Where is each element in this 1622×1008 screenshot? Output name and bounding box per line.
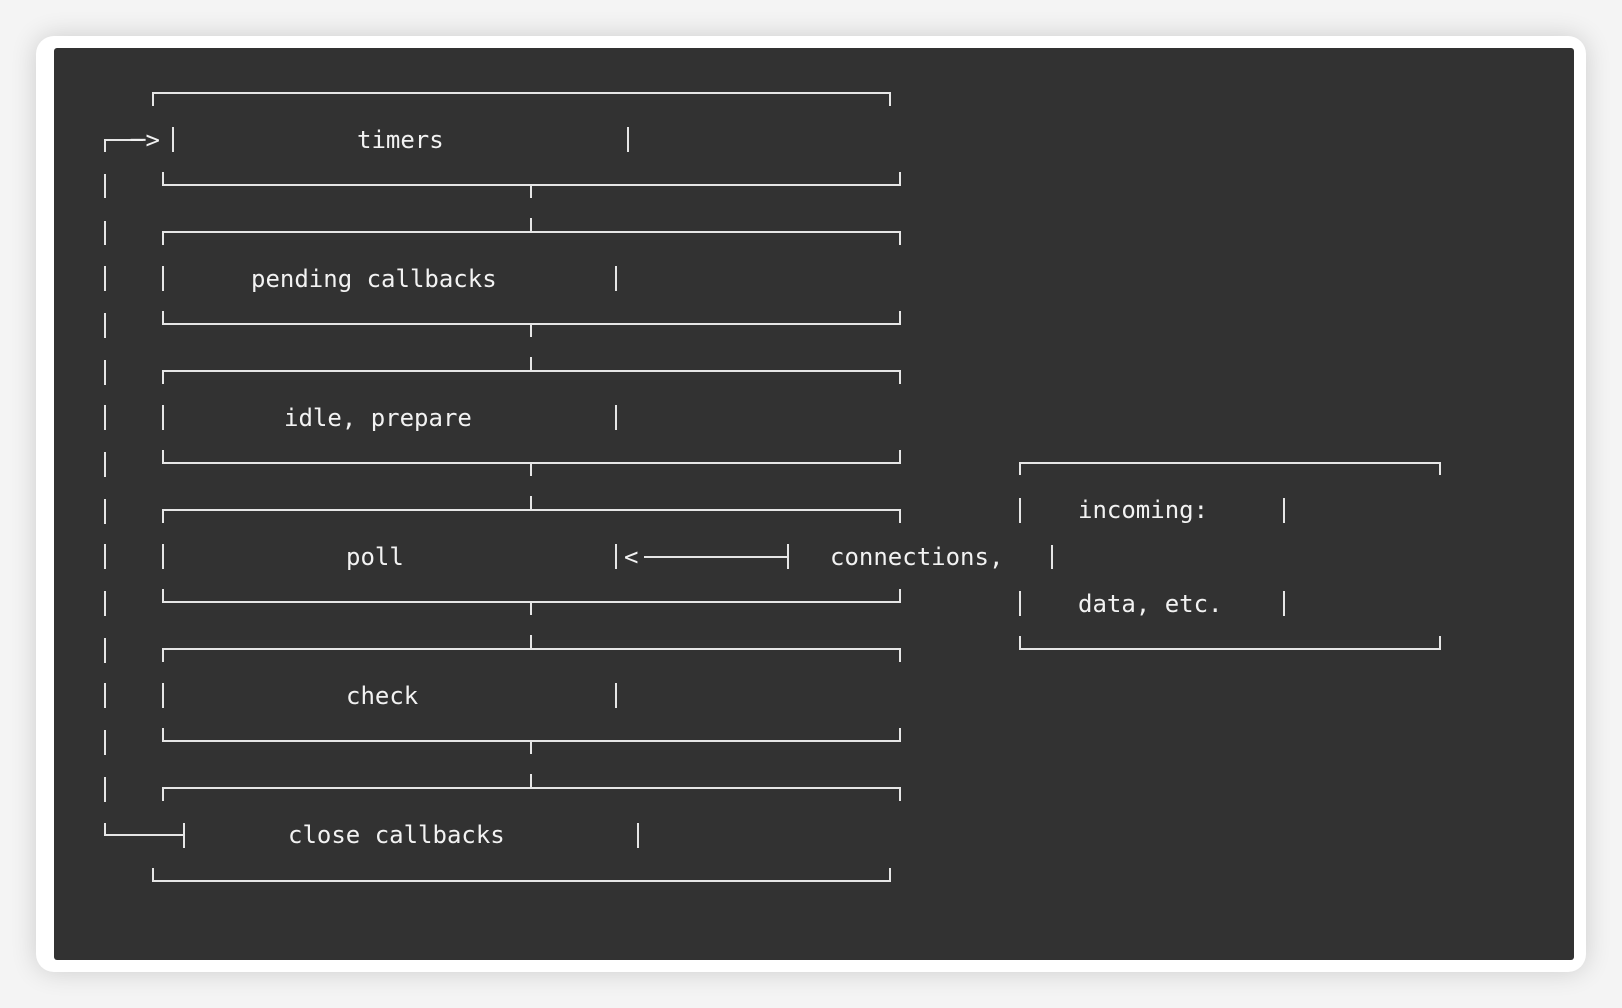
pending-box-top [162,231,901,245]
diagram-panel: ─> < timers pending callbacks idle, prep… [54,48,1574,960]
phase-idle-prepare-label: idle, prepare [284,404,472,432]
timers-box-bottom [162,172,901,186]
idle-box-top [162,370,901,384]
phase-timers-label: timers [357,126,444,154]
incoming-label-line3: data, etc. [1078,590,1223,618]
idle-box-bottom [162,450,901,464]
loop-bottom-corner [104,823,184,836]
loop-top-arrow [104,139,143,152]
phase-check-label: check [346,682,419,710]
incoming-arrow-head: < [624,543,639,571]
pending-box-bottom [162,311,901,325]
incoming-label-line1: incoming: [1078,496,1209,524]
phase-poll-label: poll [346,543,404,571]
timers-box-top [152,92,891,106]
incoming-box-bottom [1019,636,1441,650]
poll-box-top [162,509,901,523]
incoming-label-line2: connections, [830,543,1004,571]
close-box-top [162,787,901,801]
phase-close-callbacks-label: close callbacks [288,821,505,849]
check-box-bottom [162,728,901,742]
loop-arrow-head: ─> [131,126,160,154]
diagram-lines [104,92,1441,882]
close-box-bottom [152,868,891,882]
poll-box-bottom [162,589,901,603]
check-box-top [162,648,901,662]
phase-pending-callbacks-label: pending callbacks [251,265,497,293]
incoming-box-top [1019,462,1441,475]
